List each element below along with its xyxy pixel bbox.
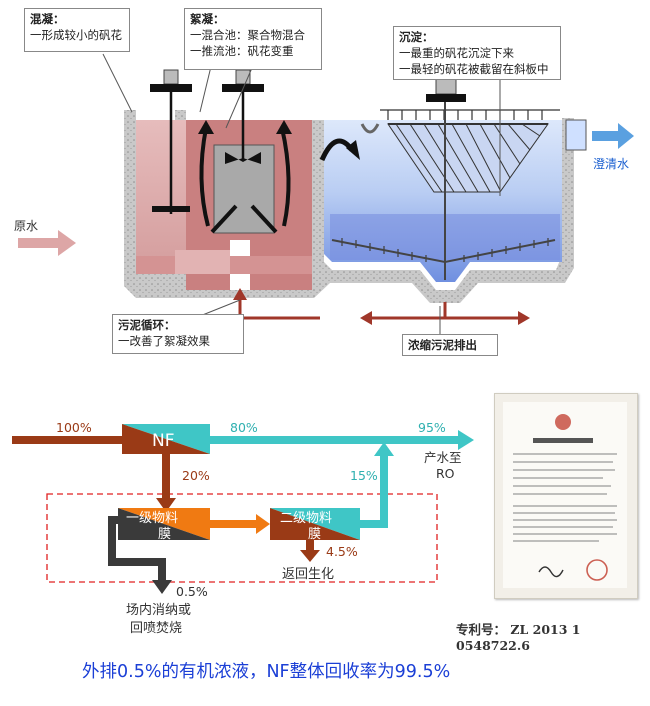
coagulation-mixer xyxy=(150,69,192,214)
stage2-permeate-pct-label: 15% xyxy=(350,468,378,483)
sludge-discharge-label: 浓缩污泥排出 xyxy=(408,338,477,352)
circulation-arrows xyxy=(199,127,291,234)
nf-product-pct-label: 80% xyxy=(230,420,258,435)
clarifier-diagram: 原水 澄清水 xyxy=(14,53,634,334)
raw-water-label: 原水 xyxy=(14,219,38,233)
u-turn-icon xyxy=(360,123,380,134)
flocculation-desc-2: 一推流池：矾花变重 xyxy=(190,44,294,58)
patent-number: 专利号： ZL 2013 1 0548722.6 xyxy=(456,622,581,653)
stage2-label-1: 二级物料 xyxy=(280,511,332,526)
coagulation-callout: 混凝： 一形成较小的矾花 xyxy=(24,8,130,52)
nf-flow-diagram: 100% NF 80% 95% 产水至 RO 20% 一级物料 膜 二级物料 膜… xyxy=(12,420,474,636)
clear-water-label: 澄清水 xyxy=(593,156,629,171)
product-pct-label: 95% xyxy=(418,420,446,435)
stage1-membrane xyxy=(118,508,210,540)
product-destination-label-2: RO xyxy=(436,466,455,481)
discharge-destination-label-1: 场内消纳或 xyxy=(126,602,191,618)
product-destination-label-1: 产水至 xyxy=(424,450,462,465)
coagulation-desc: 一形成较小的矾花 xyxy=(30,28,122,42)
feed-arrow xyxy=(12,436,122,444)
stage1-discharge-pct-label: 0.5% xyxy=(176,584,208,599)
nf-unit xyxy=(122,424,210,454)
certificate-document-icon xyxy=(513,414,617,581)
stage2-concentrate-pct-label: 4.5% xyxy=(326,544,358,559)
clear-water-outlet-arrow xyxy=(592,123,634,149)
sedimentation-callout: 沉淀： 一最重的矾花沉淀下来 一最轻的矾花被截留在斜板中 xyxy=(393,26,561,80)
patent-certificate-image xyxy=(494,393,638,599)
sedimentation-desc-2: 一最轻的矾花被截留在斜板中 xyxy=(399,62,549,76)
stage2-membrane xyxy=(270,508,360,540)
sludge-discharge-callout: 浓缩污泥排出 xyxy=(402,334,498,356)
stage2-label-2: 膜 xyxy=(308,527,321,542)
nf-label: NF xyxy=(152,431,175,451)
summary-text: 外排0.5%的有机浓液，NF整体回收率为99.5% xyxy=(82,662,451,682)
sludge-recycle-desc: 一改善了絮凝效果 xyxy=(118,334,210,348)
discharge-destination-label-2: 回喷焚烧 xyxy=(130,621,182,636)
tank-concrete-wall xyxy=(124,110,574,303)
sedimentation-title: 沉淀： xyxy=(399,30,434,44)
sludge-scraper xyxy=(331,100,556,280)
sludge-recirculation-line xyxy=(238,296,520,320)
feed-pct-label: 100% xyxy=(56,420,92,435)
flocculation-desc-1: 一混合池：聚合物混合 xyxy=(190,28,305,42)
sludge-recycle-callout: 污泥循环： 一改善了絮凝效果 xyxy=(112,314,244,354)
coagulation-title: 混凝： xyxy=(30,12,65,26)
sludge-recycle-title: 污泥循环： xyxy=(118,318,176,332)
sedimentation-desc-1: 一最重的矾花沉淀下来 xyxy=(399,46,514,60)
return-to-biochem-label: 返回生化 xyxy=(282,567,334,582)
stage1-label-2: 膜 xyxy=(158,527,171,542)
flocculation-callout: 絮凝： 一混合池：聚合物混合 一推流池：矾花变重 xyxy=(184,8,322,70)
flocculation-title: 絮凝： xyxy=(190,12,225,26)
stage1-label-1: 一级物料 xyxy=(126,511,178,526)
nf-concentrate-pct-label: 20% xyxy=(182,468,210,483)
raw-water-inlet-arrow xyxy=(18,230,76,256)
recovery-boundary xyxy=(46,493,438,583)
